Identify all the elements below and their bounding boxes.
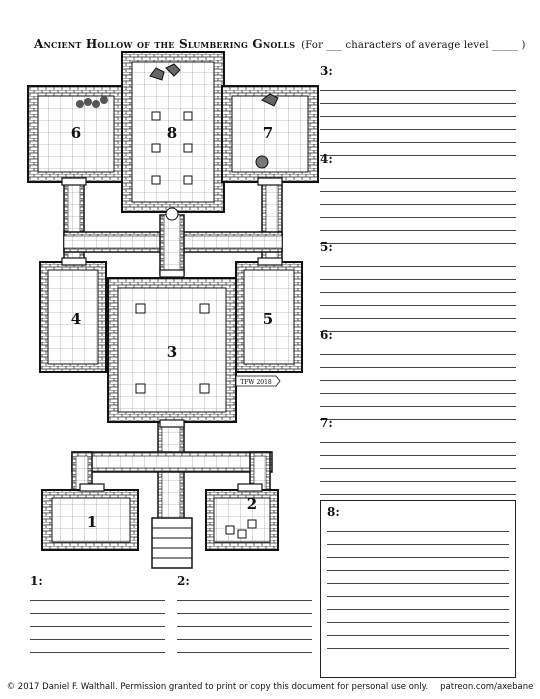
notes-room-6: 6: [320,328,516,420]
note-line[interactable] [320,367,516,368]
note-line[interactable] [327,609,509,610]
note-line[interactable] [320,406,516,407]
note-line[interactable] [320,191,516,192]
note-line[interactable] [320,90,516,91]
note-line[interactable] [320,178,516,179]
room-label-6: 6 [71,124,81,142]
room-label-7: 7 [263,124,273,142]
notes-room-3: 3: [320,64,516,156]
note-line[interactable] [327,596,509,597]
note-line[interactable] [320,204,516,205]
note-line[interactable] [320,292,516,293]
note-line[interactable] [177,652,312,653]
note-label-4: 4: [320,152,333,166]
note-line[interactable] [30,613,165,614]
doors [61,177,283,492]
note-line[interactable] [320,468,516,469]
room-2 [205,489,279,551]
room-label-8: 8 [167,124,177,142]
note-line[interactable] [320,318,516,319]
title-text: Ancient Hollow of the Slumbering Gnolls [34,37,296,51]
footer: © 2017 Daniel F. Walthall. Permission gr… [0,682,540,692]
note-line[interactable] [327,622,509,623]
room-8 [121,51,225,221]
note-line[interactable] [320,494,516,495]
notes-room-8: 8: [320,500,516,678]
note-label-1: 1: [30,574,43,588]
note-label-5: 5: [320,240,333,254]
signature-tag: TFW 2018 [235,375,281,387]
note-line[interactable] [320,455,516,456]
room-7 [221,85,319,183]
room-1 [41,489,139,551]
room-4 [39,261,107,373]
note-line[interactable] [320,354,516,355]
room-label-3: 3 [167,343,177,361]
notes-room-1: 1: [30,574,165,653]
note-line[interactable] [320,380,516,381]
notes-room-5: 5: [320,240,516,332]
note-line[interactable] [320,279,516,280]
note-line[interactable] [327,544,509,545]
note-line[interactable] [320,481,516,482]
note-line[interactable] [320,442,516,443]
note-line[interactable] [30,626,165,627]
corridors [63,179,283,521]
note-line[interactable] [327,648,509,649]
room-label-1: 1 [87,513,97,531]
note-line[interactable] [177,600,312,601]
note-line[interactable] [177,639,312,640]
note-line[interactable] [327,583,509,584]
note-line[interactable] [177,613,312,614]
note-line[interactable] [327,531,509,532]
patreon-link[interactable]: patreon.com/axebane [440,682,534,692]
note-line[interactable] [320,129,516,130]
note-line[interactable] [320,103,516,104]
note-line[interactable] [320,230,516,231]
note-label-8: 8: [327,505,340,519]
dungeon-map: 1 2 3 4 5 6 7 8 TFW 2018 [27,51,319,569]
note-line[interactable] [30,639,165,640]
note-label-6: 6: [320,328,333,342]
room-label-2: 2 [247,495,257,513]
note-line[interactable] [327,635,509,636]
note-line[interactable] [320,305,516,306]
stairs [151,517,193,569]
note-label-3: 3: [320,64,333,78]
note-line[interactable] [320,393,516,394]
note-line[interactable] [320,155,516,156]
note-label-2: 2: [177,574,190,588]
note-line[interactable] [327,557,509,558]
signature-text: TFW 2018 [240,379,272,386]
room-5 [235,261,303,373]
room-3 [107,277,237,423]
note-line[interactable] [320,116,516,117]
note-line[interactable] [320,266,516,267]
room-label-5: 5 [263,310,273,328]
notes-room-2: 2: [177,574,312,653]
notes-room-7: 7: [320,416,516,495]
note-line[interactable] [327,570,509,571]
note-label-7: 7: [320,416,333,430]
note-line[interactable] [30,600,165,601]
note-line[interactable] [320,217,516,218]
copyright-text: © 2017 Daniel F. Walthall. Permission gr… [6,682,429,692]
note-line[interactable] [30,652,165,653]
note-line[interactable] [320,142,516,143]
room-6 [27,85,125,183]
note-line[interactable] [320,331,516,332]
notes-room-4: 4: [320,152,516,244]
page-title: Ancient Hollow of the Slumbering Gnolls (… [34,37,526,51]
room-label-4: 4 [71,310,81,328]
subtitle-text: (For ___ characters of average level ___… [301,40,526,51]
note-line[interactable] [320,243,516,244]
note-line[interactable] [320,419,516,420]
note-line[interactable] [177,626,312,627]
